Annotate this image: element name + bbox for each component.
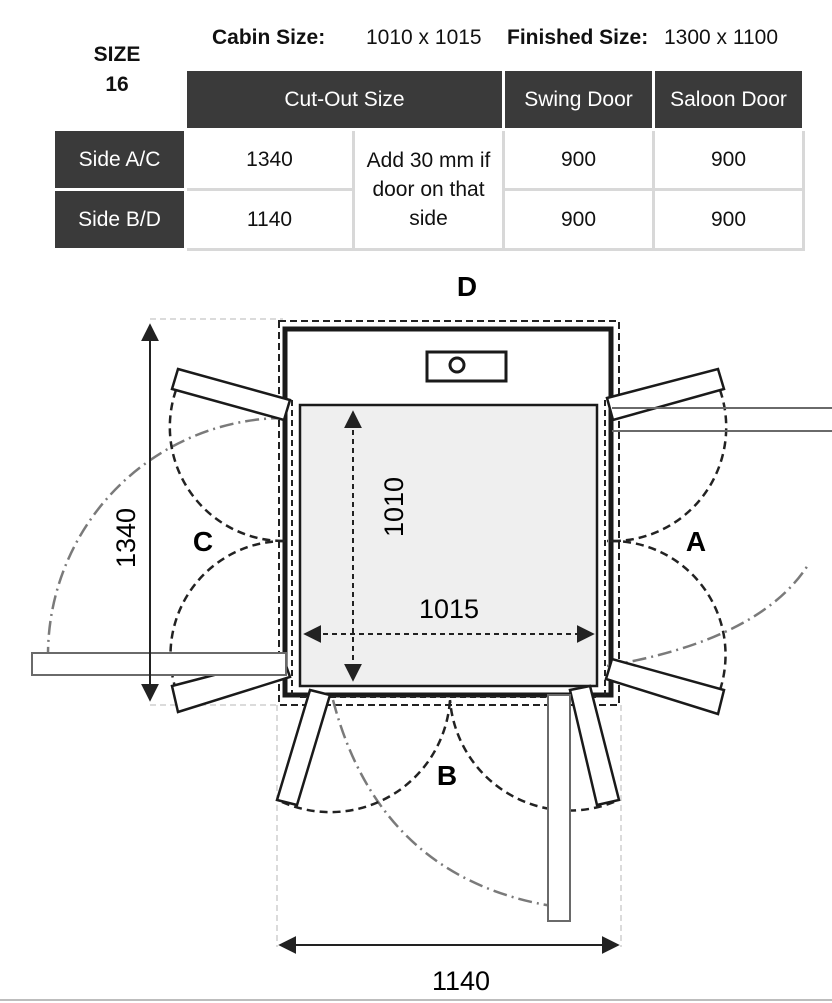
side-label-c: C (193, 526, 213, 557)
door-leaves (170, 367, 726, 807)
table-row: Side A/C 1340 Add 30 mm if door on that … (52, 128, 805, 251)
saloon-door-header: Saloon Door (652, 68, 805, 131)
heater-panel (425, 350, 508, 383)
cutout-size-header: Cut-Out Size (184, 68, 505, 131)
swing-door-arcs (46, 416, 810, 909)
side-label-d: D (457, 271, 477, 302)
cutout-table: Cut-Out Size Swing Door Saloon Door Side… (52, 68, 805, 251)
side-ac-swing: 900 (502, 128, 655, 191)
floor-plan: D C A B 1010 1015 1340 1140 (31, 271, 832, 996)
side-bd-swing: 900 (502, 188, 655, 251)
table-header-row: Cut-Out Size Swing Door Saloon Door (54, 68, 805, 131)
swing-door-header: Swing Door (502, 68, 655, 131)
side-label-b: B (437, 760, 457, 791)
dimension-lines (141, 323, 620, 954)
size-label: SIZE 16 (62, 40, 172, 100)
side-label-a: A (686, 526, 706, 557)
side-bd-saloon: 900 (652, 188, 805, 251)
side-bd-label: Side B/D (52, 188, 187, 251)
size-title: SIZE (93, 43, 141, 66)
side-ac-saloon: 900 (652, 128, 805, 191)
dim-inner-width: 1015 (419, 594, 479, 624)
cabin-size-label: Cabin Size: (212, 26, 326, 49)
side-bd-cutout: 1140 (184, 188, 355, 251)
table-row: Side B/D 1140 900 900 (52, 188, 805, 251)
door-allowance-note: Add 30 mm if door on that side (352, 128, 505, 251)
cutout-guides (150, 318, 622, 947)
side-ac-cutout: 1340 (184, 128, 355, 191)
heater-knob-icon (448, 356, 466, 374)
cabin-size-value: 1010 x 1015 (366, 26, 482, 49)
finished-size-label: Finished Size: (507, 26, 649, 49)
dim-outer-width: 1140 (432, 966, 490, 996)
side-ac-label: Side A/C (52, 128, 187, 191)
dim-outer-height: 1340 (111, 508, 141, 568)
cabin-interior (298, 403, 599, 688)
table-corner (54, 70, 186, 130)
dim-inner-depth: 1010 (379, 477, 409, 537)
bottom-rule (0, 999, 832, 1001)
swing-door-slabs (31, 407, 832, 922)
size-number: 16 (105, 73, 129, 96)
finished-size-value: 1300 x 1100 (664, 26, 779, 49)
